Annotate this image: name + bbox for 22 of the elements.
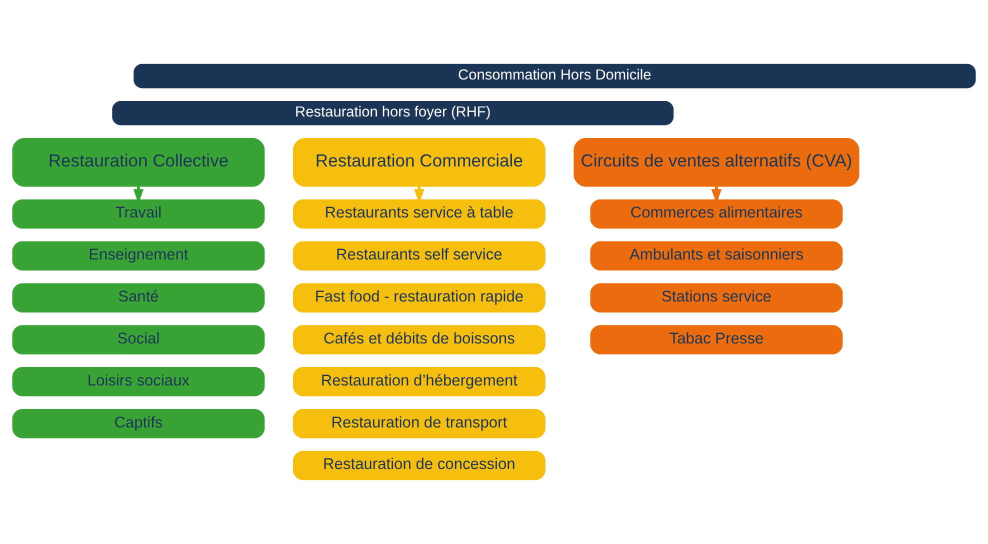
- node-box: Tabac Presse: [590, 325, 843, 354]
- node-box: Cafés et débits de boissons: [292, 325, 546, 354]
- node-box: Consommation Hors Domicile: [134, 64, 976, 88]
- node-box: Social: [12, 325, 265, 354]
- node-box: Captifs: [12, 408, 265, 438]
- node-box: Santé: [12, 283, 265, 312]
- node-box: Circuits de ventes alternatifs (CVA): [574, 138, 860, 187]
- node-box: Commerces alimentaires: [590, 199, 843, 229]
- node-box: Restaurants service à table: [292, 199, 546, 229]
- node-box: Restauration hors foyer (RHF): [112, 100, 674, 126]
- node-box: Restauration Commerciale: [292, 138, 546, 187]
- node-box: Fast food - restauration rapide: [292, 283, 546, 312]
- node-box: Travail: [12, 199, 265, 229]
- node-box: Stations service: [590, 283, 843, 312]
- node-box: Restauration de concession: [292, 450, 546, 480]
- node-box: Restauration Collective: [12, 138, 265, 187]
- node-box: Enseignement: [12, 241, 265, 271]
- node-box: Restauration de transport: [292, 408, 546, 438]
- node-box: Restaurants self service: [292, 241, 546, 271]
- node-box: Loisirs sociaux: [12, 367, 265, 396]
- node-box: Restauration d’hébergement: [292, 367, 546, 396]
- node-box: Ambulants et saisonniers: [590, 241, 843, 271]
